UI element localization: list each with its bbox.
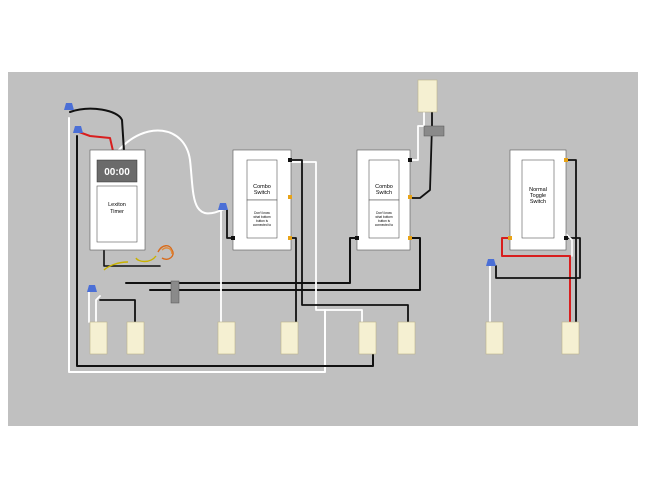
terminal-screw-icon bbox=[408, 195, 412, 199]
combo-switch-1-rocker-bottom bbox=[246, 199, 278, 239]
black-wire-top-nut bbox=[69, 107, 125, 152]
combo-switch-2-note-line4: connected to bbox=[375, 223, 393, 227]
timer-device: 00:00 Lexiton Timer bbox=[89, 149, 146, 251]
wire-nut-icon bbox=[218, 203, 228, 210]
terminal-screw-icon bbox=[408, 236, 412, 240]
combo-switch-2-rocker-bottom bbox=[368, 199, 400, 239]
terminal-screw-icon bbox=[564, 158, 568, 162]
terminal-screw-icon bbox=[288, 158, 292, 162]
combo-switch-2: Combo Switch Don't know what bottom butt… bbox=[356, 149, 411, 251]
white-wire-box-left bbox=[95, 295, 101, 323]
wire-nut-icon bbox=[64, 103, 74, 110]
timer-label-line2: Timer bbox=[110, 209, 124, 215]
electrical-box bbox=[561, 321, 580, 355]
toggle-switch-label-line2: Toggle bbox=[530, 193, 546, 199]
red-wire-toggle-left bbox=[501, 237, 571, 326]
electrical-boxes bbox=[89, 79, 580, 355]
toggle-switch-paddle bbox=[521, 159, 555, 239]
electrical-box bbox=[89, 321, 108, 355]
terminal-screw-icon bbox=[564, 236, 568, 240]
combo-switch-2-rocker-top bbox=[368, 159, 400, 201]
combo-switch-1-note-line4: connected to bbox=[253, 223, 271, 227]
red-wire-timer bbox=[78, 131, 114, 152]
combo-switch-1: Combo Switch Don't know what bottom butt… bbox=[232, 149, 292, 251]
terminal-screw-icon bbox=[231, 236, 235, 240]
toggle-switch-label-line3: Switch bbox=[530, 199, 546, 205]
wire-nut-icon bbox=[73, 126, 83, 133]
combo-switch-1-label-line2: Switch bbox=[254, 190, 270, 196]
black-wire-timer-bottom bbox=[103, 249, 161, 267]
electrical-box bbox=[397, 321, 416, 355]
timer-display bbox=[96, 159, 138, 183]
wires bbox=[68, 107, 581, 373]
terminal-screw-icon bbox=[355, 236, 359, 240]
terminal-screw-icon bbox=[508, 236, 512, 240]
electrical-box bbox=[485, 321, 504, 355]
conduit-connector-top bbox=[423, 125, 445, 137]
white-wire-left-vertical bbox=[68, 117, 326, 373]
black-wire-combo1-right-top bbox=[290, 159, 409, 323]
coiled-wire-icon bbox=[103, 245, 174, 271]
black-wire-toggle-right bbox=[565, 159, 577, 326]
toggle-switch-label-line1: Normal bbox=[529, 187, 547, 193]
white-wire-timer-to-nut bbox=[117, 129, 225, 215]
combo-switch-2-label-line2: Switch bbox=[376, 190, 392, 196]
black-wire-combo1-right-bottom bbox=[290, 237, 297, 323]
black-wire-middle-run bbox=[125, 237, 359, 284]
terminal-screws bbox=[231, 158, 568, 240]
electrical-box bbox=[280, 321, 299, 355]
toggle-switch: Normal Toggle Switch bbox=[509, 149, 567, 251]
electrical-box bbox=[358, 321, 377, 355]
black-wire-combo2-bottom bbox=[149, 237, 421, 291]
white-wire-combo1-right bbox=[290, 161, 363, 323]
terminal-screw-icon bbox=[408, 158, 412, 162]
timer-label-line1: Lexiton bbox=[108, 202, 126, 208]
combo-switch-1-note-line3: button is bbox=[256, 219, 268, 223]
combo-switch-1-rocker-top bbox=[246, 159, 278, 201]
electrical-box bbox=[126, 321, 145, 355]
timer-display-text: 00:00 bbox=[104, 167, 130, 178]
timer-button bbox=[96, 185, 138, 243]
wire-nuts bbox=[64, 103, 496, 292]
combo-switch-1-note-line1: Don't know bbox=[254, 211, 270, 215]
wire-nut-icon bbox=[486, 259, 496, 266]
combo-switch-1-label-line1: Combo bbox=[253, 184, 271, 190]
combo-switch-2-note-line1: Don't know bbox=[376, 211, 392, 215]
combo-switch-2-note-line3: button is bbox=[378, 219, 390, 223]
wire-nut-icon bbox=[87, 285, 97, 292]
black-wire-box-2 bbox=[99, 299, 136, 323]
combo-switch-1-note-line2: what bottom bbox=[253, 215, 271, 219]
terminal-screw-icon bbox=[288, 195, 292, 199]
conduit-connector-middle bbox=[170, 280, 180, 304]
electrical-box bbox=[217, 321, 236, 355]
electrical-box bbox=[417, 79, 438, 113]
combo-switch-2-note-line2: what bottom bbox=[375, 215, 393, 219]
black-wire-combo2-top bbox=[409, 111, 433, 199]
white-wire-top-box bbox=[409, 111, 425, 161]
combo-switch-2-label-line1: Combo bbox=[375, 184, 393, 190]
terminal-screw-icon bbox=[288, 236, 292, 240]
